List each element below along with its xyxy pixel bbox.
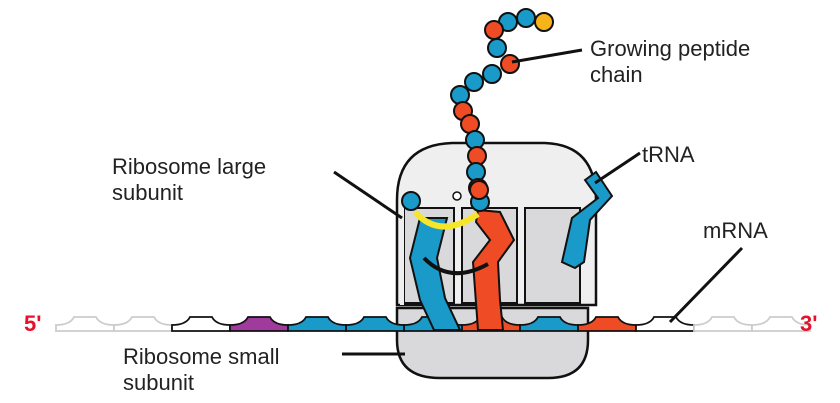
label-mrna: mRNA — [703, 218, 768, 243]
label-line: Ribosome large — [112, 154, 267, 179]
label-3-prime: 3' — [800, 311, 818, 336]
codon-purple — [229, 316, 289, 332]
mrna-strand — [55, 316, 811, 332]
growing-peptide-chain — [450, 8, 554, 212]
small-bubble — [452, 191, 462, 201]
label-5-prime: 5' — [24, 311, 42, 336]
label-line: Growing peptide — [590, 36, 751, 61]
codon-faint — [751, 316, 811, 332]
codon-blue — [519, 316, 579, 332]
codon-red — [577, 316, 637, 332]
amino-acid-bead — [464, 72, 484, 92]
label-line: chain — [590, 62, 643, 87]
trna-amino-acid — [401, 191, 421, 211]
amino-acid-bead — [534, 12, 554, 32]
trna-a-site — [471, 208, 516, 331]
label-line: subunit — [123, 370, 194, 395]
codon-faint — [113, 316, 173, 332]
trna-leaving — [560, 170, 614, 270]
amino-acid-bead — [484, 20, 504, 40]
amino-acid-bead — [500, 54, 520, 74]
codon-faint — [693, 316, 753, 332]
amino-acid-bead — [516, 8, 536, 28]
pointer-mrna — [668, 246, 744, 324]
codon-blue — [345, 316, 405, 332]
codon-blue — [287, 316, 347, 332]
label-ribosome-large-subunit: Ribosome large subunit — [112, 154, 266, 206]
peptide-transfer-arrow — [412, 209, 480, 230]
trna-p-site — [408, 217, 462, 331]
amino-acid-bead — [450, 85, 470, 105]
amino-acid-bead — [469, 180, 489, 200]
pointer-trna — [594, 151, 641, 185]
amino-acid-bead — [487, 38, 507, 58]
pointer-peptide — [511, 48, 583, 64]
codon-faint — [55, 316, 115, 332]
label-line: subunit — [112, 180, 183, 205]
label-line: Ribosome small — [123, 344, 280, 369]
pointer-lines — [333, 48, 744, 356]
codon-white — [171, 316, 231, 332]
label-ribosome-small-subunit: Ribosome small subunit — [123, 344, 280, 396]
label-trna: tRNA — [642, 142, 695, 167]
pointer-large-subunit — [333, 170, 403, 220]
translocation-arrow — [422, 256, 489, 276]
codon-white — [635, 316, 695, 332]
amino-acid-bead — [482, 64, 502, 84]
label-growing-peptide-chain: Growing peptide chain — [590, 36, 750, 88]
